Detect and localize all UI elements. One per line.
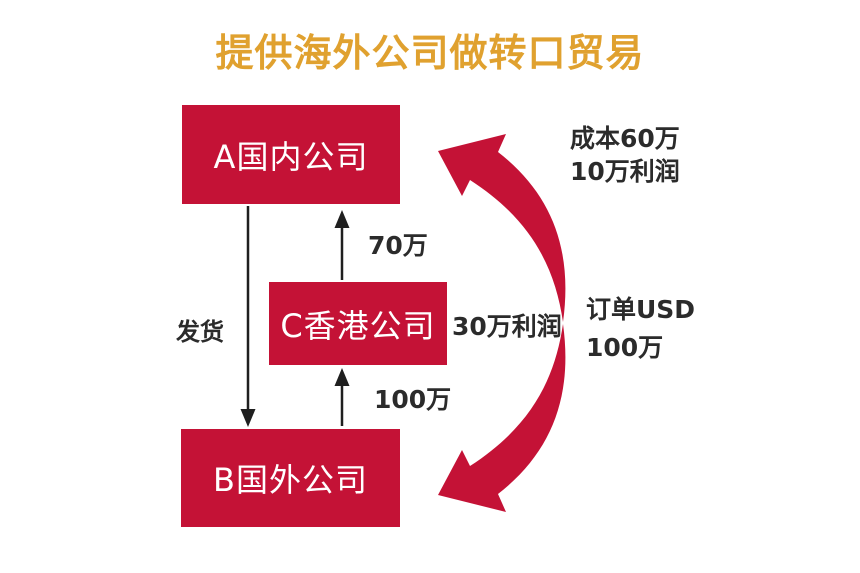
- annotation-order-usd: 订单USD 100万: [586, 291, 695, 367]
- arrow-a-to-b-arrowhead: [240, 409, 256, 427]
- arrow-c-to-a: [334, 210, 350, 280]
- node-company-c-label: C香港公司: [280, 306, 436, 345]
- node-company-b: B国外公司: [181, 429, 400, 527]
- diagram-title: 提供海外公司做转口贸易: [215, 31, 645, 75]
- annotation-order-line2: 100万: [586, 333, 664, 362]
- arrow-b-to-c: [334, 368, 350, 426]
- annotation-order-line1: 订单USD: [586, 295, 696, 324]
- node-company-a: A国内公司: [182, 105, 400, 204]
- edge-label-70wan: 70万: [368, 231, 428, 260]
- node-company-b-label: B国外公司: [213, 461, 368, 499]
- annotation-c-profit: 30万利润: [452, 312, 562, 341]
- node-company-c: C香港公司: [269, 282, 447, 365]
- arrow-a-to-b: [240, 206, 256, 427]
- node-company-a-label: A国内公司: [213, 137, 369, 176]
- annotation-cost-line2: 10万利润: [570, 157, 680, 186]
- edge-label-ship-goods: 发货: [176, 318, 224, 346]
- arrow-b-to-c-arrowhead: [334, 368, 350, 386]
- edge-label-100wan: 100万: [374, 385, 452, 414]
- curved-arrow-to-b: [438, 324, 566, 512]
- curved-arrow-to-a: [438, 134, 566, 322]
- arrow-c-to-a-arrowhead: [334, 210, 350, 228]
- annotation-cost-profit: 成本60万 10万利润: [570, 122, 680, 188]
- annotation-cost-line1: 成本60万: [570, 124, 680, 153]
